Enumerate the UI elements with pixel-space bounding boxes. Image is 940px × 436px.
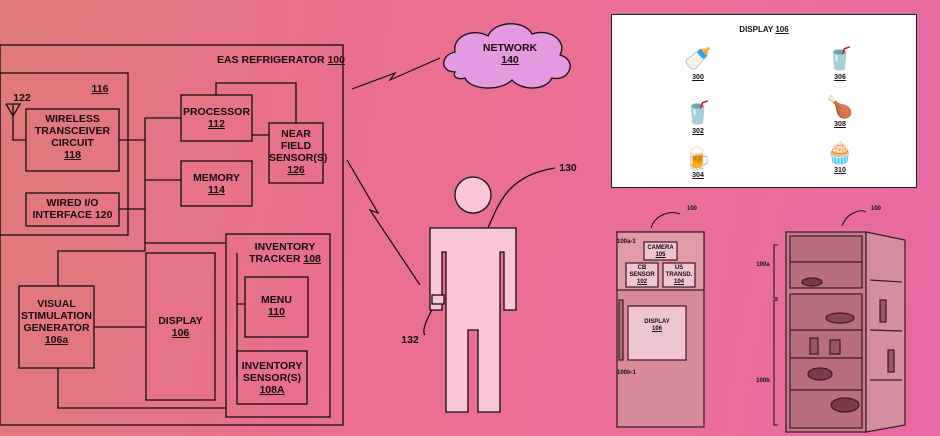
closed-fridge-bottom-label: 100b-1: [617, 370, 637, 376]
meat-icon[interactable]: 🍗: [826, 94, 854, 119]
memory-box: MEMORY 114: [193, 172, 240, 196]
fridge-display-label: DISPLAY 106: [644, 319, 670, 332]
antenna-label: 122: [13, 92, 31, 104]
us-transducer-label: US TRANSD. 104: [665, 265, 693, 285]
open-fridge-top-label: 100a: [756, 262, 770, 268]
cupcake-icon[interactable]: 🧁: [826, 140, 854, 165]
display-panel: DISPLAY 106 🍼 300 🥤 306 🥤 302 🍗 308 🍺 30…: [611, 14, 917, 188]
processor-box: PROCESSOR 112: [182, 106, 251, 130]
soda-cup-icon[interactable]: 🥤: [684, 100, 712, 125]
milk-bottle-icon[interactable]: 🍼: [684, 46, 712, 71]
cb-sensor-label: CB SENSOR 102: [629, 265, 655, 285]
wired-io-box: WIRED I/O INTERFACE 120: [32, 197, 113, 221]
person-number: 130: [559, 162, 577, 174]
wireless-transceiver-box: WIRELESS TRANSCEIVER CIRCUIT 118: [34, 113, 111, 161]
display-box: DISPLAY 106: [158, 315, 203, 339]
inventory-sensor-box: INVENTORY SENSOR(S) 108A: [241, 360, 303, 396]
drink-glass-icon[interactable]: 🥤: [826, 46, 854, 71]
device-number: 132: [401, 334, 419, 346]
network-label: NETWORK 140: [482, 42, 538, 66]
camera-label: CAMERA 105: [647, 245, 674, 258]
display-panel-title: DISPLAY 106: [739, 25, 789, 34]
inventory-tracker-box: INVENTORY TRACKER 108: [249, 241, 321, 265]
menu-box: MENU 110: [261, 294, 292, 318]
closed-fridge-number: 100: [686, 206, 697, 212]
beer-mug-icon[interactable]: 🍺: [684, 146, 712, 171]
eas-refrigerator-label: EAS REFRIGERATOR 100: [217, 54, 345, 66]
closed-fridge-top-label: 100a-1: [617, 239, 636, 245]
box-116-label: 116: [91, 83, 109, 95]
near-field-sensor-box: NEAR FIELD SENSOR(S) 126: [269, 128, 328, 176]
open-fridge-bottom-label: 100b: [756, 378, 770, 384]
open-fridge-number: 100: [870, 206, 881, 212]
visual-stimulation-generator-box: VISUAL STIMULATION GENERATOR 106a: [21, 298, 92, 346]
